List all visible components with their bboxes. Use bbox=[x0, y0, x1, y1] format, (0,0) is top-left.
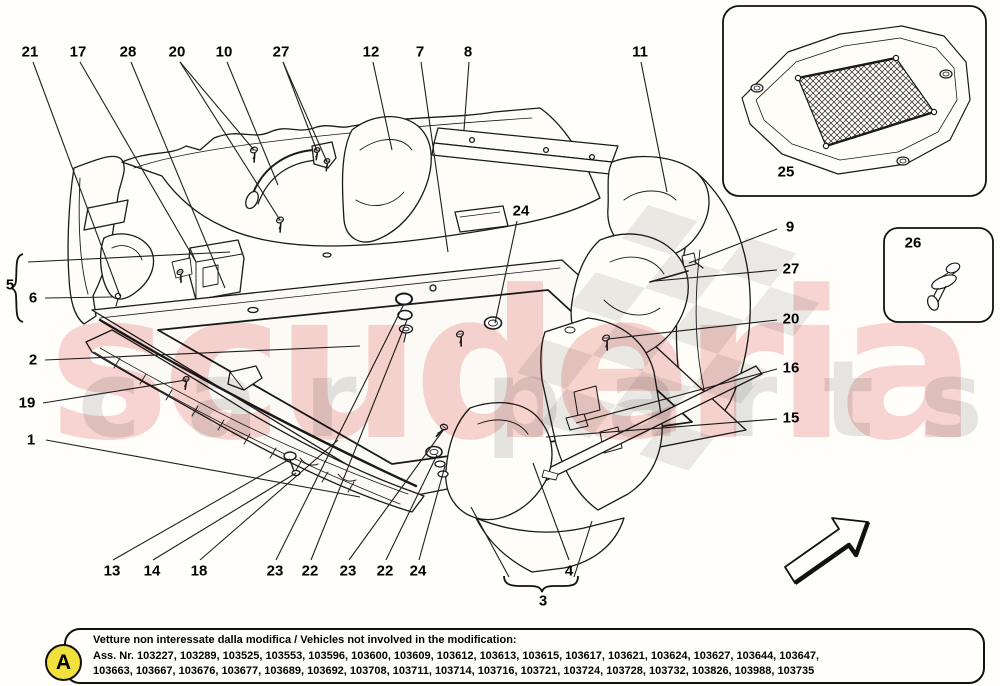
inset-cargo-net bbox=[723, 6, 986, 196]
callout-left-19: 19 bbox=[18, 394, 36, 412]
callout-top-21: 21 bbox=[21, 43, 39, 61]
callout-right-9: 9 bbox=[785, 218, 795, 236]
callout-top-27: 27 bbox=[272, 43, 290, 61]
inset-fastener-clip bbox=[884, 228, 993, 322]
callout-bottom-4: 4 bbox=[564, 562, 574, 580]
part-center-bracket bbox=[172, 240, 244, 300]
part-flap-4 bbox=[446, 403, 558, 520]
callout-right-16: 16 bbox=[782, 359, 800, 377]
callout-left-2: 2 bbox=[28, 351, 38, 369]
leader-lines bbox=[28, 62, 937, 577]
note-line-1: Vetture non interessate dalla modifica /… bbox=[93, 634, 517, 646]
part-side-flap bbox=[101, 234, 154, 306]
callout-bottom-22b: 22 bbox=[376, 562, 394, 580]
callout-left-1: 1 bbox=[26, 431, 36, 449]
callout-top-7: 7 bbox=[415, 43, 425, 61]
callout-top-17: 17 bbox=[69, 43, 87, 61]
callout-top-10: 10 bbox=[215, 43, 233, 61]
callout-right-27: 27 bbox=[782, 260, 800, 278]
note-text: Vetture non interessate dalla modifica /… bbox=[93, 633, 973, 680]
note-line-3: 103663, 103667, 103676, 103677, 103689, … bbox=[93, 665, 815, 677]
note-bar: Vetture non interessate dalla modifica /… bbox=[64, 628, 985, 684]
callout-left-5: 5 bbox=[5, 276, 15, 294]
callout-bottom-3: 3 bbox=[538, 592, 548, 610]
callout-right-15: 15 bbox=[782, 409, 800, 427]
callout-center-24: 24 bbox=[512, 202, 530, 220]
callout-bottom-22a: 22 bbox=[301, 562, 319, 580]
callout-right-20: 20 bbox=[782, 310, 800, 328]
callout-bottom-23b: 23 bbox=[339, 562, 357, 580]
callout-bottom-14: 14 bbox=[143, 562, 161, 580]
callout-bottom-23a: 23 bbox=[266, 562, 284, 580]
part-left-quarter-trim bbox=[68, 156, 128, 324]
callout-bottom-24: 24 bbox=[409, 562, 427, 580]
note-badge-a: A bbox=[45, 644, 82, 681]
direction-arrow bbox=[785, 518, 868, 583]
callout-bottom-13: 13 bbox=[103, 562, 121, 580]
part-wheel-arch-trim bbox=[342, 117, 431, 242]
part-front-sill bbox=[86, 330, 424, 512]
callout-bottom-18: 18 bbox=[190, 562, 208, 580]
note-line-2: Ass. Nr. 103227, 103289, 103525, 103553,… bbox=[93, 649, 820, 662]
group-braces bbox=[11, 254, 578, 592]
callout-top-12: 12 bbox=[362, 43, 380, 61]
callout-top-8: 8 bbox=[463, 43, 473, 61]
callout-top-11: 11 bbox=[632, 43, 648, 61]
callout-left-6: 6 bbox=[28, 289, 38, 307]
part-lower-right bbox=[476, 518, 624, 572]
callout-top-28: 28 bbox=[119, 43, 137, 61]
callout-inset-25: 25 bbox=[777, 163, 795, 181]
callout-top-20: 20 bbox=[168, 43, 186, 61]
callout-inset-26: 26 bbox=[904, 234, 922, 252]
